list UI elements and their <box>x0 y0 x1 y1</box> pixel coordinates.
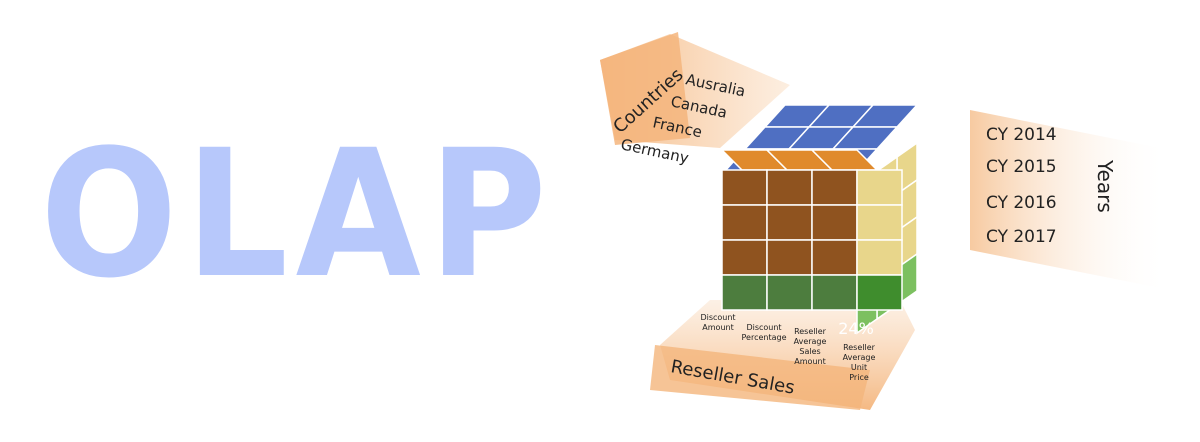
measure-label-line: Discount <box>700 313 735 322</box>
cube-front-cell <box>766 204 813 241</box>
cube-front-cell <box>811 274 858 311</box>
measure-label-line: Percentage <box>741 333 786 342</box>
year-label-2: CY 2015 <box>986 157 1057 177</box>
measure-label-line: Average <box>843 353 876 362</box>
cube-front-cell <box>766 169 813 206</box>
measure-label-line: Amount <box>702 323 733 332</box>
years-band <box>970 110 1170 290</box>
measure-label-line: Sales <box>799 347 820 356</box>
cube-front-cell <box>811 239 858 276</box>
measure-label-line: Unit <box>851 363 867 372</box>
cube-front-cell <box>766 274 813 311</box>
measure-label-line: Amount <box>794 357 825 366</box>
countries-band <box>600 32 790 148</box>
year-label-3: CY 2016 <box>986 193 1057 213</box>
cube-front-cell <box>721 274 768 311</box>
cube-front-cell <box>721 169 768 206</box>
measure-label-line: Average <box>794 337 827 346</box>
cube-front-cell <box>811 169 858 206</box>
years-axis: CY 2014 CY 2015 CY 2016 CY 2017 Years <box>986 125 1117 247</box>
cube-front-cell <box>856 239 903 276</box>
cube-front-cell <box>856 169 903 206</box>
reseller-sales-band <box>650 300 915 410</box>
cube-front-cell <box>721 239 768 276</box>
measure-label-line: Reseller <box>843 343 876 352</box>
cube-front-cell <box>856 274 903 311</box>
olap-title: OLAP <box>40 112 555 317</box>
cube: 24% <box>720 104 919 338</box>
measure-label-line: Reseller <box>794 327 827 336</box>
olap-cube-diagram: 24% Countries Ausralia Canada France Ger… <box>600 32 1170 410</box>
year-label-4: CY 2017 <box>986 227 1057 247</box>
cube-front-cell <box>811 204 858 241</box>
measure-label-line: Discount <box>746 323 781 332</box>
year-label-1: CY 2014 <box>986 125 1057 145</box>
cube-front-cell <box>766 239 813 276</box>
highlight-value: 24% <box>838 319 874 338</box>
measure-label-line: Price <box>849 373 869 382</box>
years-label: Years <box>1093 159 1117 213</box>
cube-front-cell <box>721 204 768 241</box>
cube-front-cell <box>856 204 903 241</box>
